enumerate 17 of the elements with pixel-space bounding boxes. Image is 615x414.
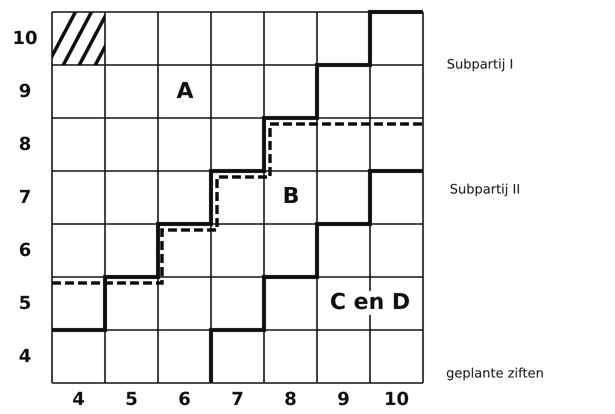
axis-number: 8 [18, 136, 32, 154]
axis-number: 5 [125, 391, 138, 409]
axis-number: 9 [337, 391, 350, 409]
side-note: geplante ziften [446, 368, 544, 380]
side-note: Subpartij II [450, 184, 520, 196]
axis-number: 9 [18, 82, 32, 100]
side-note: Subpartij I [446, 58, 514, 72]
axis-number: 7 [231, 391, 244, 409]
axis-number: 10 [384, 391, 410, 409]
axis-number: 5 [18, 294, 32, 312]
axis-number: 8 [284, 391, 297, 409]
axis-number: 10 [12, 30, 38, 48]
axis-number: 4 [18, 348, 32, 366]
axis-number: 7 [18, 188, 32, 206]
axis-number: 6 [18, 242, 32, 260]
axis-number: 6 [178, 391, 191, 409]
axis-number: 4 [72, 391, 85, 409]
